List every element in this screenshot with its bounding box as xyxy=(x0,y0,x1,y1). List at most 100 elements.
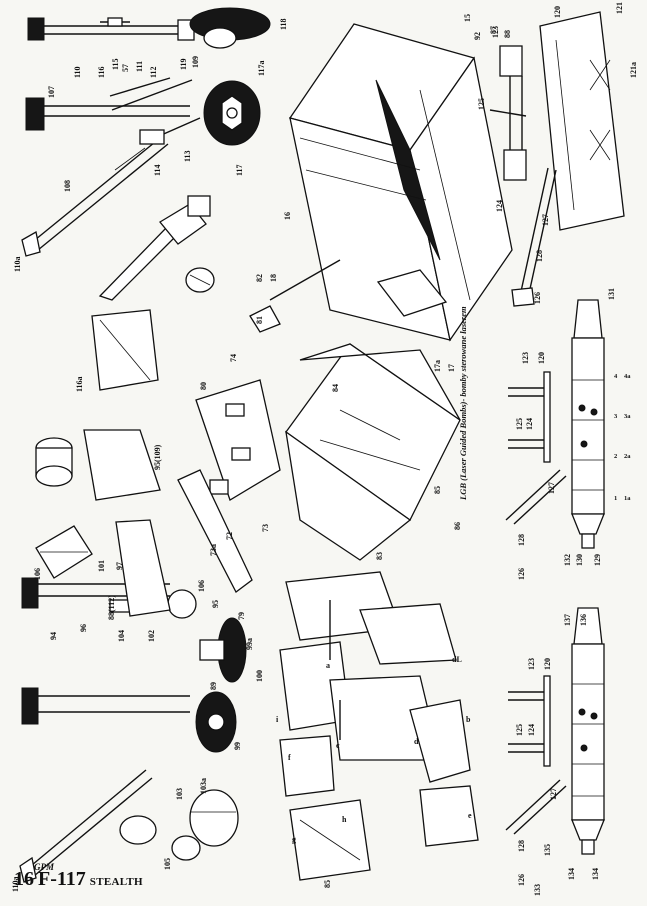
laser-guided-bomb-1 xyxy=(505,299,605,549)
callout-128-b2: 128 xyxy=(517,840,526,852)
callout-133: 133 xyxy=(533,884,542,896)
callout-120-b1: 120 xyxy=(537,352,546,364)
page-footer: GPM 16 F-117 STEALTH xyxy=(14,862,143,891)
callout-c-kit: c xyxy=(336,741,340,750)
callout-57: 57 xyxy=(121,64,130,72)
callout-74: 74 xyxy=(229,354,238,362)
callout-82: 82 xyxy=(255,274,264,282)
callout-99: 99 xyxy=(233,742,242,750)
callout-108: 108 xyxy=(63,180,72,192)
callout-103a: 103a xyxy=(199,778,208,794)
callout-72: 72 xyxy=(225,532,234,540)
callout-123-b1: 123 xyxy=(521,352,530,364)
callout-127-b1: 127 xyxy=(547,482,556,494)
callout-121: 121 xyxy=(615,2,624,14)
callout-88: 88 xyxy=(503,30,512,38)
callout-119: 119 xyxy=(179,58,188,70)
callout-2a: 2a xyxy=(624,453,631,460)
callout-112: 112 xyxy=(149,66,158,78)
nose-landing-gear-assembly xyxy=(19,577,247,883)
page-title: F-117 xyxy=(38,868,86,890)
nose-bay-labels: 84 85 86 83 80 74 72 73 73a 79 116a 95(1… xyxy=(33,354,462,620)
callout-127-top: 127 xyxy=(541,214,550,226)
page-number: 16 xyxy=(14,868,34,890)
callout-97: 97 xyxy=(115,562,124,570)
callout-130: 130 xyxy=(575,554,584,566)
callout-92-top: 92 xyxy=(473,32,482,40)
callout-120-b2: 120 xyxy=(543,658,552,670)
callout-123-top: 123 xyxy=(491,26,500,38)
callout-15: 15 xyxy=(463,14,472,22)
callout-18: 18 xyxy=(269,274,278,282)
callout-121a: 121a xyxy=(629,62,638,78)
bomb-pylon-top xyxy=(489,11,625,307)
callout-134b: 134 xyxy=(591,868,600,880)
main-landing-gear-assembly xyxy=(21,7,271,301)
callout-88-112: 88(112) xyxy=(107,595,116,620)
callout-106-small: 106 xyxy=(33,568,42,580)
callout-131: 131 xyxy=(607,288,616,300)
callout-80: 80 xyxy=(199,382,208,390)
bomb-labels: 123 120 125 124 127 128 126 131 1 1a 2 2… xyxy=(515,288,631,896)
callout-i-kit: i xyxy=(276,715,279,724)
callout-87: 87 xyxy=(489,26,498,34)
callout-129: 129 xyxy=(593,554,602,566)
callout-107: 107 xyxy=(47,86,56,98)
main-gear-labels: 107 110 116 115 57 111 112 118 117a 119 … xyxy=(13,18,288,272)
callout-120-top: 120 xyxy=(553,6,562,18)
callout-85-kit: 85 xyxy=(323,880,332,888)
callout-117a: 117a xyxy=(257,60,266,76)
bomb-caption: LGB (Laser Guided Bombs)- bomby sterowan… xyxy=(458,306,468,500)
nose-gear-labels: 94 96 101 97 104 102 106 95 99a 100 89 9… xyxy=(11,560,264,892)
callout-3: 3 xyxy=(614,413,618,420)
page-subtitle: STEALTH xyxy=(89,876,143,888)
callout-3a: 3a xyxy=(624,413,631,420)
callout-89: 89 xyxy=(209,682,218,690)
callout-83: 83 xyxy=(375,552,384,560)
parts-kit xyxy=(279,571,479,881)
callout-94: 94 xyxy=(49,632,58,640)
weapon-bay-box xyxy=(249,23,513,342)
callout-115: 115 xyxy=(111,58,120,70)
callout-125-b2: 125 xyxy=(515,724,524,736)
callout-118: 118 xyxy=(279,18,288,30)
callout-h-kit: h xyxy=(342,815,347,824)
nose-bay-section xyxy=(35,309,461,617)
callout-137: 137 xyxy=(563,614,572,626)
callout-100: 100 xyxy=(255,670,264,682)
callout-a-kit: a xyxy=(326,661,330,670)
callout-17: 17 xyxy=(447,364,456,372)
callout-110: 110 xyxy=(73,66,82,78)
callout-d-kit: d xyxy=(414,737,419,746)
callout-102: 102 xyxy=(147,630,156,642)
callout-134: 134 xyxy=(567,868,576,880)
callout-f-kit: f xyxy=(288,753,291,762)
callout-109: 109 xyxy=(191,56,200,68)
callout-135: 135 xyxy=(543,844,552,856)
callout-99a: 99a xyxy=(245,638,254,650)
callout-4a: 4a xyxy=(624,373,631,380)
callout-4: 4 xyxy=(614,373,618,380)
callout-125-top: 125 xyxy=(477,98,486,110)
callout-132: 132 xyxy=(563,554,572,566)
callout-103: 103 xyxy=(175,788,184,800)
laser-guided-bomb-2 xyxy=(505,607,605,855)
callout-126-top: 126 xyxy=(533,292,542,304)
callout-2: 2 xyxy=(614,453,617,460)
callout-e-kit: e xyxy=(468,811,472,820)
callout-104: 104 xyxy=(117,630,126,642)
callout-73a: 73a xyxy=(209,544,218,556)
callout-101: 101 xyxy=(97,560,106,572)
callout-124-b1: 124 xyxy=(525,418,534,430)
callout-95-109: 95(109) xyxy=(153,444,162,470)
callout-111: 111 xyxy=(135,61,144,72)
callout-128-top: 128 xyxy=(535,250,544,262)
callout-79: 79 xyxy=(237,612,246,620)
callout-127-b2: 127 xyxy=(549,788,558,800)
callout-17a: 17a xyxy=(433,360,442,372)
callout-117: 117 xyxy=(235,164,244,176)
bomb-pylon-top-labels: 123 120 121 121a 125 124 127 128 126 xyxy=(477,2,638,304)
callout-73: 73 xyxy=(261,524,270,532)
